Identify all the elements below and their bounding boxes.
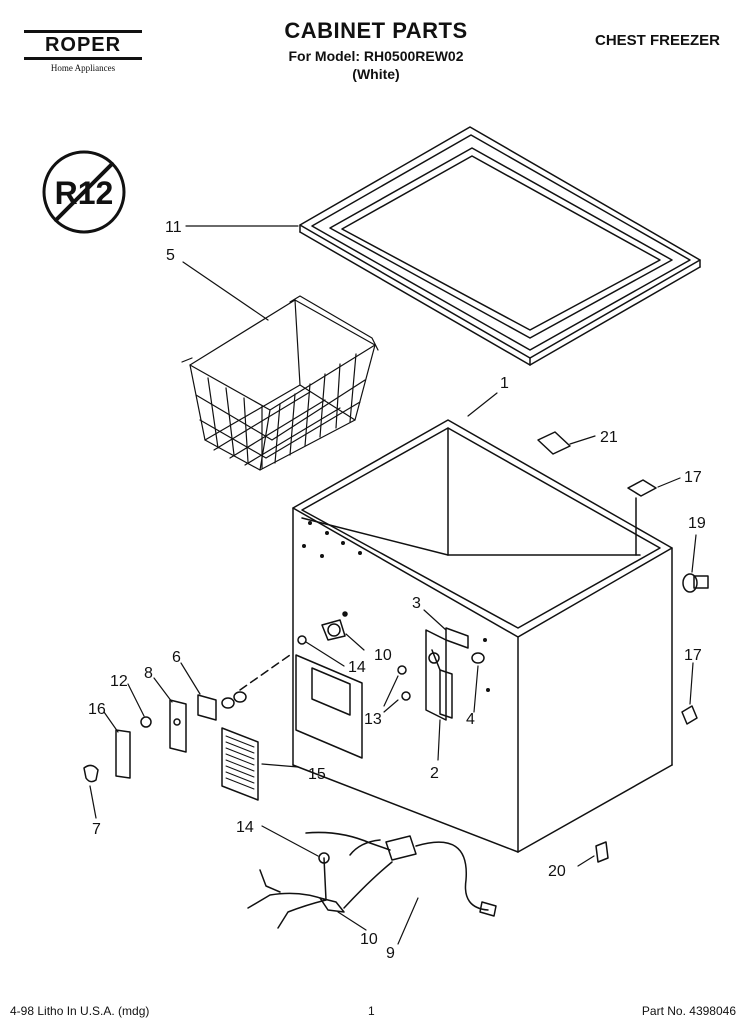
leader-lines: [89, 225, 697, 945]
serial-tag: [537, 431, 571, 455]
label-tag-side: [681, 705, 698, 725]
callout-6: 6: [172, 649, 181, 666]
callout-13: 13: [364, 711, 382, 728]
label-tag-top: [627, 479, 657, 497]
freezer-lid: [299, 126, 701, 366]
wire-basket: [181, 295, 379, 471]
callout-4: 4: [466, 711, 475, 728]
brand-name: ROPER: [24, 30, 142, 60]
r12-badge: R12: [42, 150, 126, 234]
thermostat-assembly: [397, 627, 485, 721]
callout-20: 20: [548, 863, 566, 880]
lid-hinge: [595, 841, 609, 863]
wiring-harness: [247, 831, 497, 929]
callout-5: 5: [166, 247, 175, 264]
r12-text: R12: [55, 175, 114, 211]
leveling-leg: [682, 573, 709, 593]
callout-2: 2: [430, 765, 439, 782]
product-category: CHEST FREEZER: [594, 32, 720, 49]
callout-21: 21: [600, 429, 618, 446]
footer-print-info: 4-98 Litho In U.S.A. (mdg): [10, 1004, 150, 1018]
model-line: For Model: RH0500REW02: [288, 48, 464, 64]
freezer-cabinet: [292, 419, 673, 853]
callout-8: 8: [144, 665, 153, 682]
footer-page-number: 1: [368, 1004, 375, 1018]
callout-14-top: 14: [348, 659, 366, 676]
color-line: (White): [352, 66, 400, 82]
callout-12: 12: [110, 673, 128, 690]
callout-1: 1: [500, 375, 509, 392]
callout-19: 19: [688, 515, 706, 532]
brand-subtitle: Home Appliances: [50, 63, 116, 73]
callout-7: 7: [92, 821, 101, 838]
lamp-socket: [297, 611, 348, 645]
callout-9: 9: [386, 945, 395, 962]
callout-10-bottom: 10: [360, 931, 378, 948]
callout-16: 16: [88, 701, 106, 718]
roper-logo: ROPER Home Appliances: [24, 30, 142, 73]
callout-labels: 11 5 1 21 17 19 17 3 10 14 13 4 2 6 8 12…: [88, 219, 706, 962]
callout-3: 3: [412, 595, 421, 612]
callout-17-top: 17: [684, 469, 702, 486]
page-title: CABINET PARTS: [284, 18, 468, 43]
callout-14-bottom: 14: [236, 819, 254, 836]
callout-10-top: 10: [374, 647, 392, 664]
callout-11: 11: [165, 219, 182, 236]
footer-part-number: Part No. 4398046: [641, 1004, 736, 1018]
callout-15: 15: [308, 766, 326, 783]
callout-17-side: 17: [684, 647, 702, 664]
control-parts: [83, 654, 291, 783]
grille: [221, 727, 259, 801]
